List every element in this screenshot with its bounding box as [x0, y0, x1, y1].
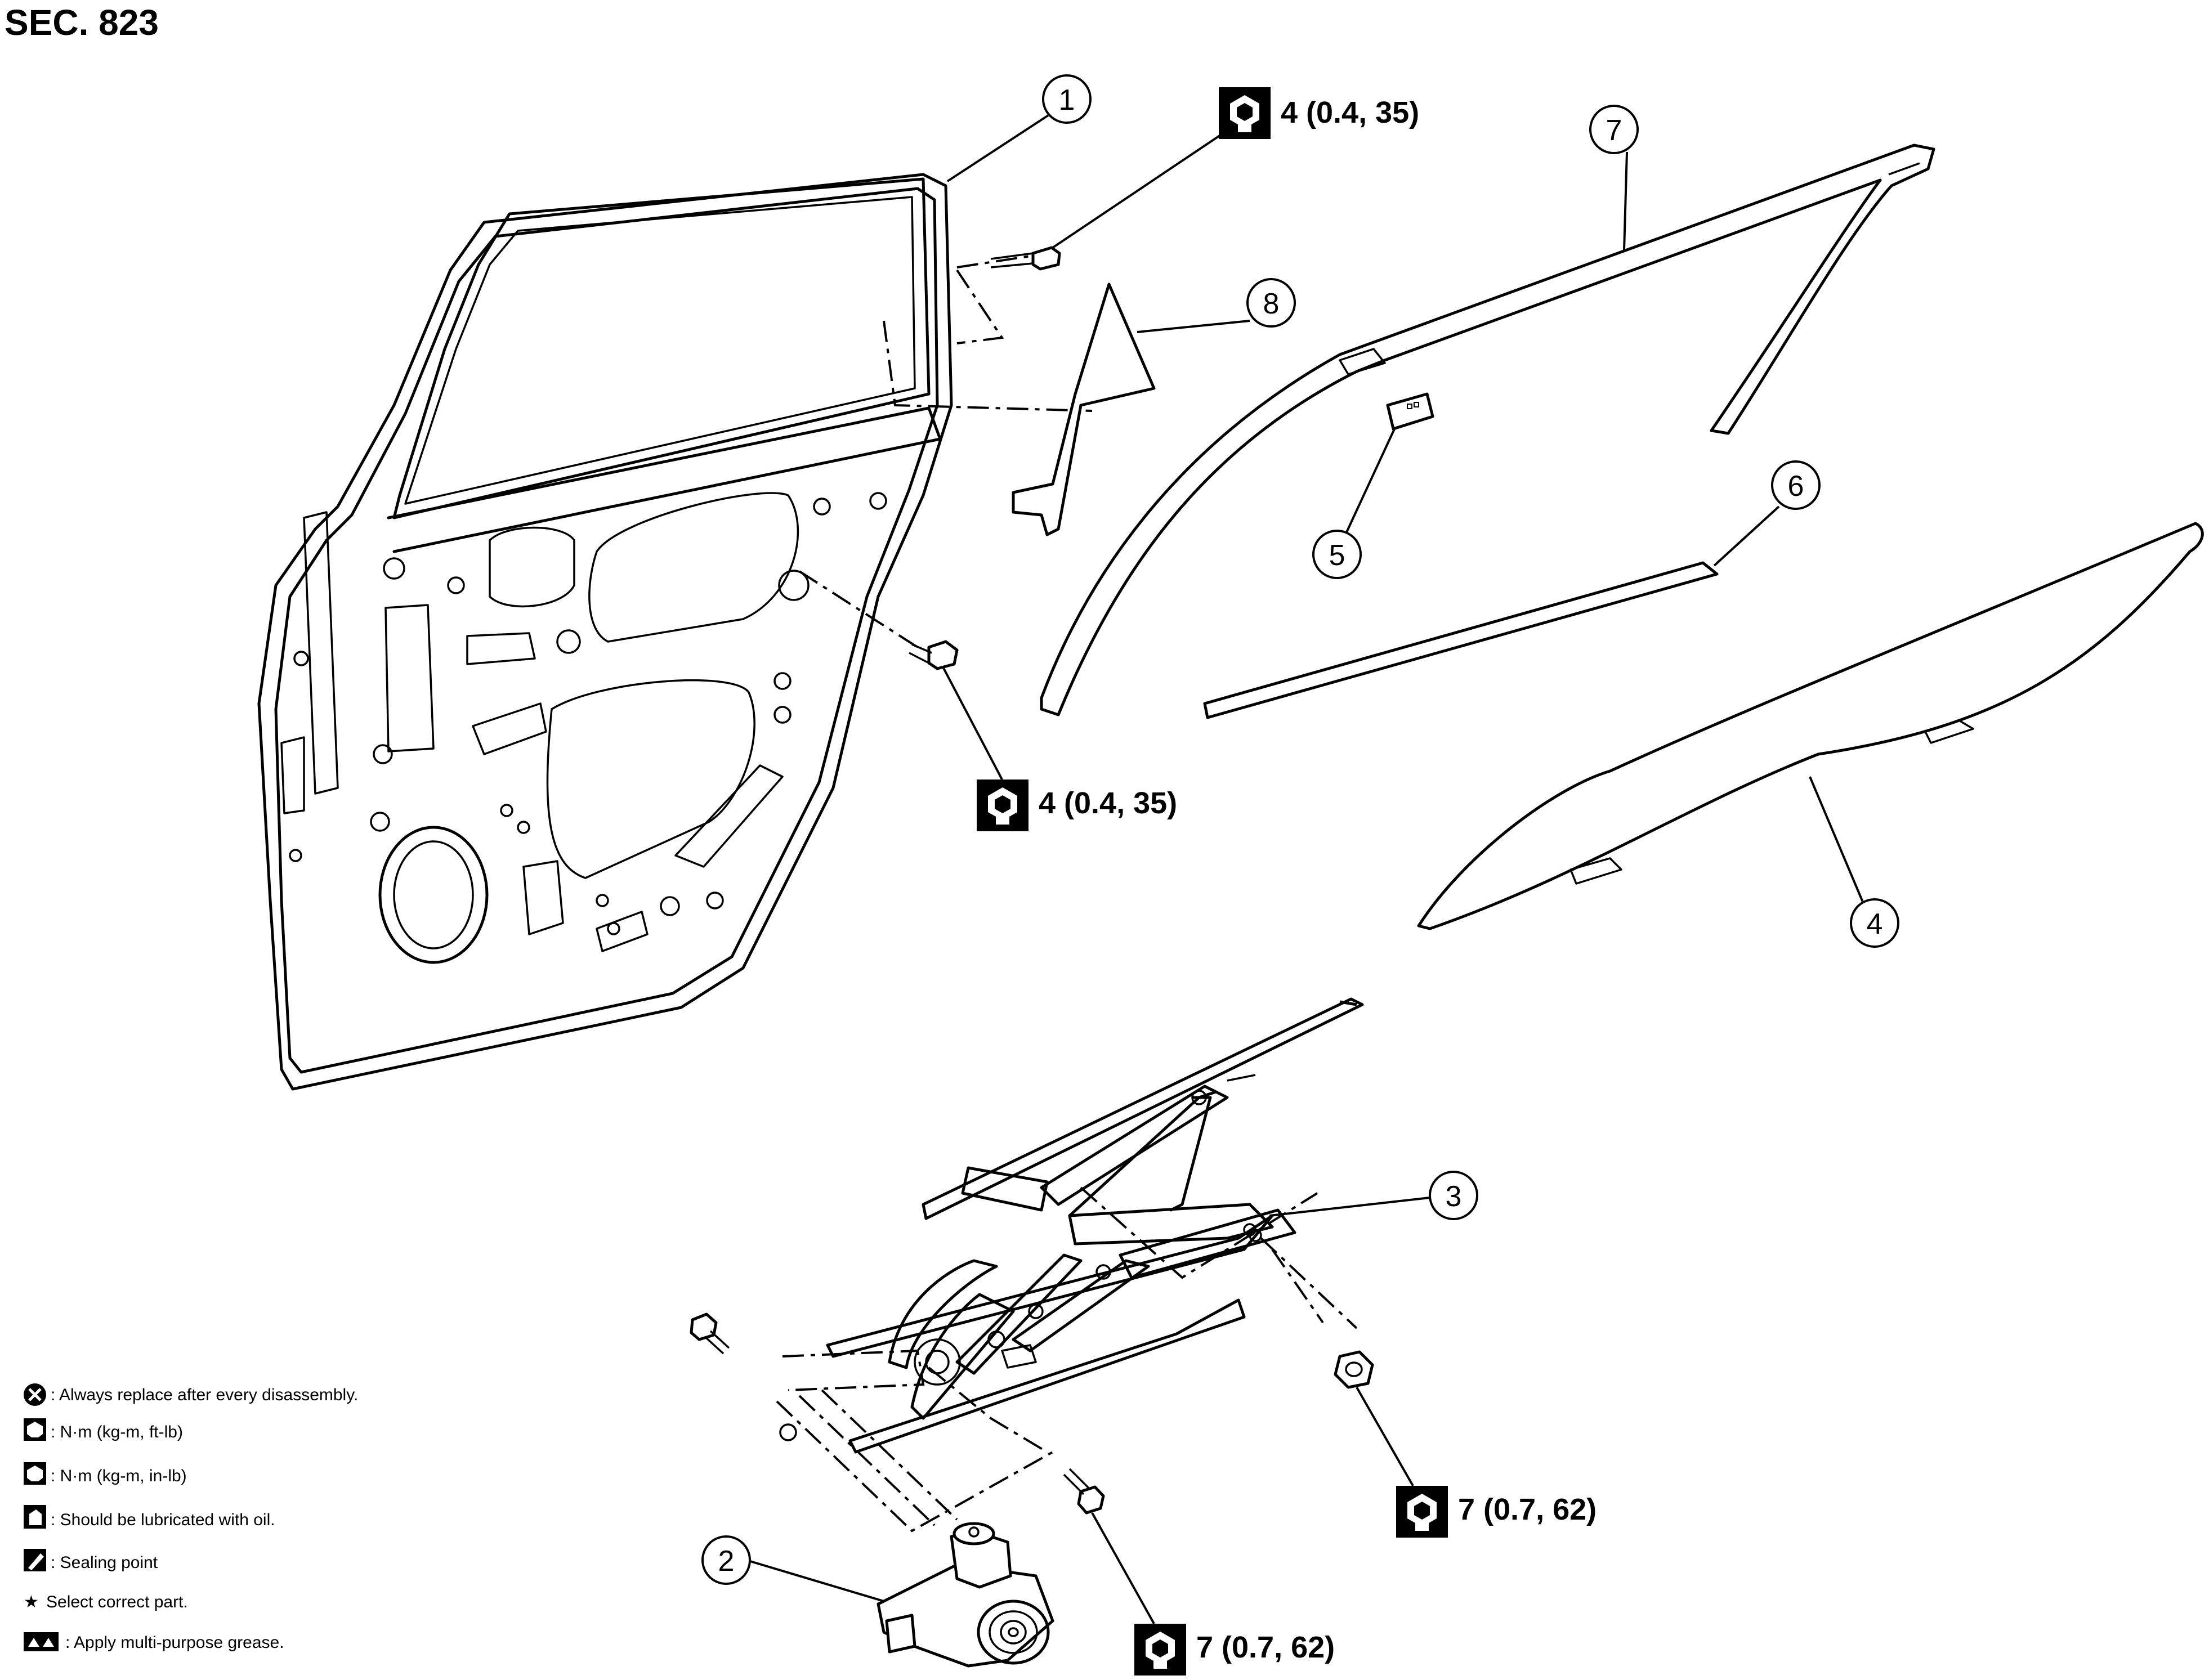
svg-text:5: 5	[1329, 539, 1345, 572]
svg-text:: Apply multi-purpose grease.: : Apply multi-purpose grease.	[65, 1633, 284, 1652]
svg-text:4 (0.4, 35): 4 (0.4, 35)	[1039, 786, 1177, 820]
legend-grease: : Apply multi-purpose grease.	[24, 1632, 284, 1652]
torque-wrench-icon	[1219, 87, 1271, 139]
weatherstrip-6	[1203, 561, 1719, 719]
svg-text:4: 4	[1867, 908, 1883, 940]
door-panel	[257, 173, 953, 1091]
torque-spec-nut: 7 (0.7, 62)	[1356, 1387, 1597, 1538]
callout-5: 5	[1312, 427, 1396, 579]
upper-bolt	[956, 246, 1061, 271]
legend-lubricate: : Should be lubricated with oil.	[24, 1505, 275, 1529]
svg-text:2: 2	[718, 1545, 735, 1578]
section-title: SEC. 823	[5, 2, 159, 43]
callout-2: 2	[701, 1535, 884, 1602]
svg-text:7 (0.7, 62): 7 (0.7, 62)	[1196, 1630, 1335, 1664]
svg-text:8: 8	[1263, 288, 1280, 320]
torque-wrench-icon	[1396, 1486, 1448, 1538]
svg-text:1: 1	[1059, 84, 1075, 117]
torque-spec-regulator-bolt: 4 (0.4, 35)	[942, 666, 1177, 831]
callout-6: 6	[1713, 460, 1821, 567]
svg-text:: N·m (kg-m, ft-lb): : N·m (kg-m, ft-lb)	[51, 1423, 183, 1441]
svg-text:3: 3	[1446, 1180, 1462, 1213]
svg-text:7: 7	[1606, 114, 1622, 147]
svg-text:: Sealing point: : Sealing point	[51, 1553, 158, 1572]
regulator-motor-2	[877, 1522, 1054, 1668]
legend-replace: : Always replace after every disassembly…	[24, 1383, 358, 1406]
regulator-left-bolt	[690, 1312, 730, 1355]
window-regulator-3	[779, 997, 1364, 1454]
clip-5	[1386, 392, 1434, 431]
glass-run-7	[1040, 144, 1935, 716]
door-holes	[289, 492, 887, 935]
torque-wrench-icon	[977, 779, 1029, 831]
motor-bolt	[1063, 1468, 1105, 1515]
svg-text:: Always replace after every d: : Always replace after every disassembly…	[51, 1386, 358, 1404]
legend: : Always replace after every disassembly…	[24, 1383, 358, 1652]
svg-text:: Should be lubricated with oi: : Should be lubricated with oil.	[51, 1511, 275, 1529]
torque-spec-lower-bolt: 7 (0.7, 62)	[1091, 1512, 1335, 1675]
legend-nm-ftlb: : N·m (kg-m, ft-lb)	[24, 1418, 183, 1441]
callout-3: 3	[1269, 1171, 1478, 1220]
torque-spec-upper-bolt: 4 (0.4, 35)	[1052, 87, 1419, 249]
sash-8	[1012, 283, 1156, 536]
legend-nm-inlb: : N·m (kg-m, in-lb)	[24, 1462, 187, 1485]
regulator-bolt	[798, 570, 959, 670]
svg-text:7 (0.7, 62): 7 (0.7, 62)	[1458, 1493, 1597, 1526]
legend-sealing: : Sealing point	[24, 1549, 158, 1572]
callout-4: 4	[1809, 776, 1899, 948]
svg-text:: N·m (kg-m, in-lb): : N·m (kg-m, in-lb)	[51, 1467, 187, 1485]
svg-text:4 (0.4, 35): 4 (0.4, 35)	[1281, 96, 1419, 129]
torque-wrench-icon	[1134, 1624, 1186, 1675]
callout-1: 1	[946, 74, 1092, 182]
legend-select: ★ Select correct part.	[24, 1593, 188, 1611]
grease-icon	[24, 1632, 59, 1651]
svg-text:Select correct part.: Select correct part.	[46, 1593, 188, 1611]
callout-7: 7	[1589, 105, 1639, 251]
callout-8: 8	[1137, 278, 1296, 333]
regulator-nut	[1334, 1350, 1374, 1389]
door-glass-4	[1417, 522, 2204, 930]
svg-text:6: 6	[1788, 470, 1804, 503]
star-icon: ★	[24, 1593, 39, 1611]
